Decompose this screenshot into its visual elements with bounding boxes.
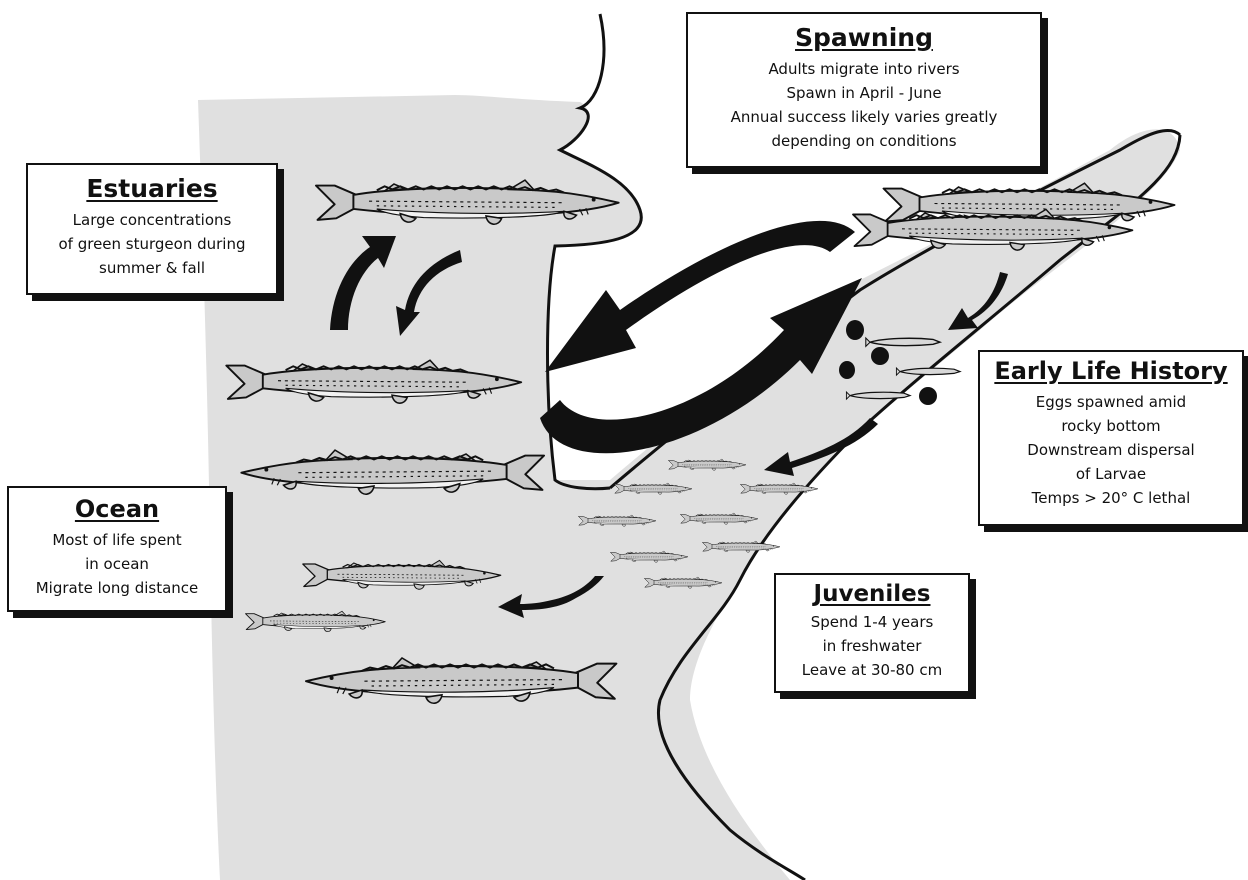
juveniles-title: Juveniles — [776, 581, 968, 607]
ocean-line-1: Most of life spent — [9, 528, 225, 552]
estuaries-line-1: Large concentrations — [28, 208, 276, 232]
early-life-history-title: Early Life History — [980, 358, 1242, 386]
early-life-line-3: Downstream dispersal — [980, 438, 1242, 462]
egg-icon — [871, 347, 889, 365]
early-life-line-2: rocky bottom — [980, 414, 1242, 438]
spawning-line-4: depending on conditions — [688, 129, 1040, 153]
estuaries-line-3: summer & fall — [28, 256, 276, 280]
estuaries-line-2: of green sturgeon during — [28, 232, 276, 256]
ocean-title: Ocean — [9, 496, 225, 524]
early-life-history-box: Early Life History Eggs spawned amid roc… — [978, 350, 1244, 526]
spawning-line-3: Annual success likely varies greatly — [688, 105, 1040, 129]
juveniles-line-2: in freshwater — [776, 634, 968, 658]
juveniles-line-1: Spend 1-4 years — [776, 610, 968, 634]
juveniles-box: Juveniles Spend 1-4 years in freshwater … — [774, 573, 970, 693]
spawning-line-2: Spawn in April - June — [688, 81, 1040, 105]
egg-icon — [839, 361, 855, 379]
spawning-title: Spawning — [688, 24, 1040, 53]
estuaries-box: Estuaries Large concentrations of green … — [26, 163, 278, 295]
early-life-line-5: Temps > 20° C lethal — [980, 486, 1242, 510]
ocean-line-3: Migrate long distance — [9, 576, 225, 600]
early-life-line-4: of Larvae — [980, 462, 1242, 486]
ocean-box: Ocean Most of life spent in ocean Migrat… — [7, 486, 227, 612]
spawning-box: Spawning Adults migrate into rivers Spaw… — [686, 12, 1042, 168]
spawning-line-1: Adults migrate into rivers — [688, 57, 1040, 81]
juveniles-line-3: Leave at 30-80 cm — [776, 658, 968, 682]
egg-icon — [919, 387, 937, 405]
ocean-line-2: in ocean — [9, 552, 225, 576]
early-life-line-1: Eggs spawned amid — [980, 390, 1242, 414]
egg-icon — [846, 320, 864, 340]
estuaries-title: Estuaries — [28, 175, 276, 204]
